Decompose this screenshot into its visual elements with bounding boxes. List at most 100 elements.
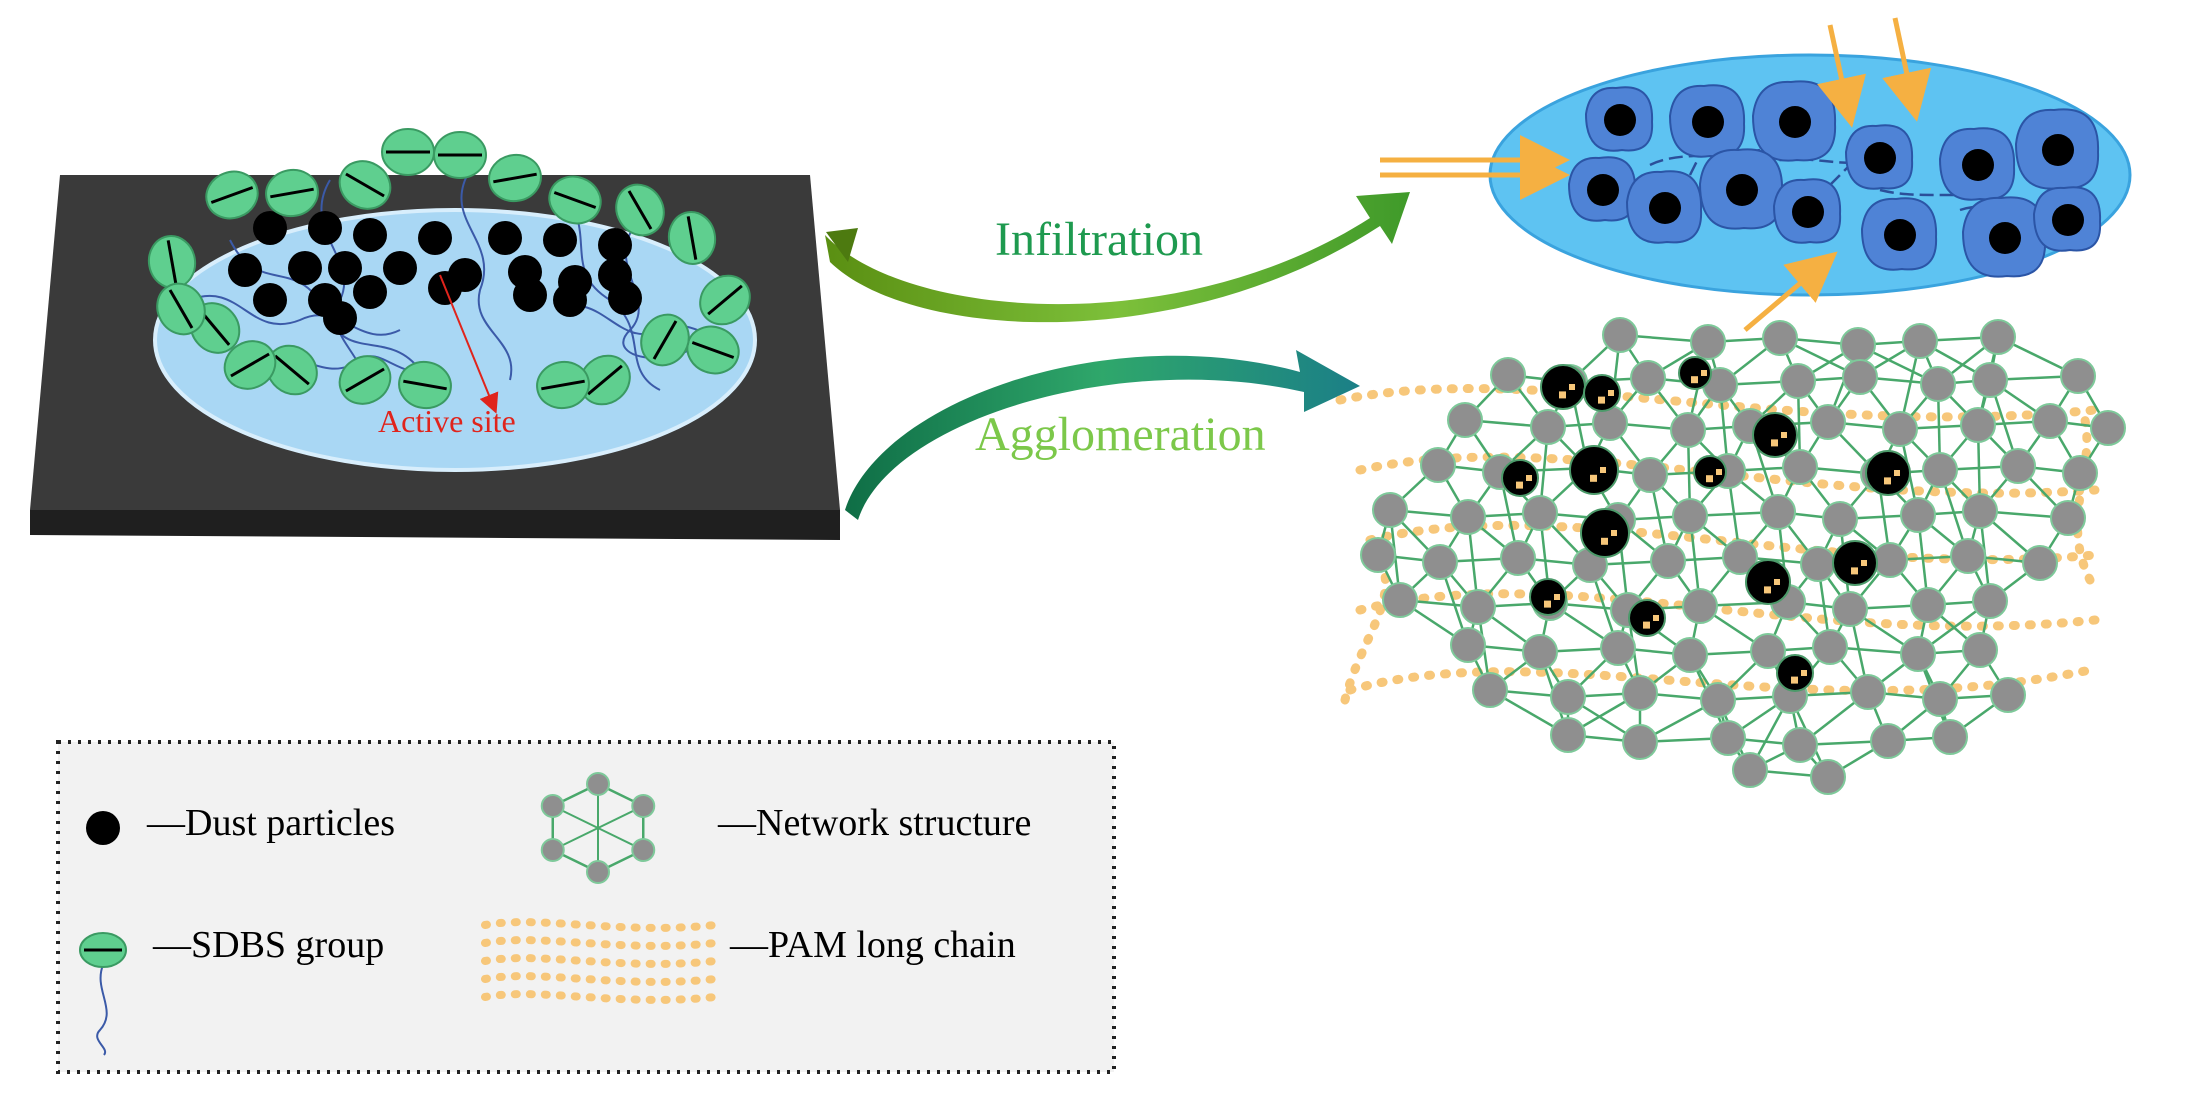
network-node [1450,499,1486,535]
dust-particle [228,253,262,287]
network-node [1782,727,1818,763]
dust-core [1604,104,1636,136]
legend-dust-icon [86,811,120,845]
network-node [1522,634,1558,670]
sdbs-group [548,175,602,225]
dust-particle [513,278,547,312]
sdbs-group [536,360,590,410]
legend: —Dust particles —Network structure —SDBS… [56,740,1116,1074]
dust-particle [418,221,452,255]
network-node [1700,682,1736,718]
network-node [1882,411,1918,447]
network-node [1980,319,2016,355]
sdbs-group [667,211,717,265]
dust-surface-illustration: Active site [30,128,840,540]
network-node [1810,759,1846,795]
dust-particle [383,251,417,285]
incoming-arrows [1380,17,1932,332]
network-node [1632,457,1668,493]
network-node [1780,363,1816,399]
coated-particles [1567,80,2102,278]
network-node [1460,589,1496,625]
pam-chain [1340,555,1390,705]
dust-core [1864,142,1896,174]
dust-particle [328,251,362,285]
network-node [1842,359,1878,395]
network-node [1750,633,1786,669]
legend-net-node [586,772,610,796]
network-node [1672,637,1708,673]
network-node [1500,540,1536,576]
trapped-dust [1752,412,1798,458]
legend-pam-icon [481,918,719,1004]
network-node [1782,449,1818,485]
network-node [1622,724,1658,760]
trapped-dust [1628,599,1666,637]
network-node [2050,500,2086,536]
network-node [2062,455,2098,491]
network-node [1690,324,1726,360]
network-node [1650,543,1686,579]
dust-core [2042,134,2074,166]
network-node [1622,675,1658,711]
dark-slab-edge [30,510,840,540]
network-node [2060,358,2096,394]
network-node [1732,752,1768,788]
agglomeration-label: Agglomeration [975,408,1266,461]
legend-network-icon [540,772,656,884]
dust-particle [323,301,357,335]
dust-particle [543,223,577,257]
dust-particle [353,275,387,309]
trapped-dust [1583,374,1621,412]
network-node [1450,627,1486,663]
dust-particle [308,211,342,245]
trapped-dust [1540,364,1586,410]
network-node [2032,403,2068,439]
network-node [1950,538,1986,574]
network-node [1760,494,1796,530]
network-node [1910,587,1946,623]
dust-core [1962,149,1994,181]
sdbs-group [488,153,542,203]
sdbs-group [205,170,259,220]
network-node [1850,674,1886,710]
legend-dust-label: —Dust particles [146,802,395,844]
trapped-dust [1776,654,1814,692]
network-node [1922,681,1958,717]
network-node [1550,679,1586,715]
dust-core [1884,219,1916,251]
trapped-dust [1529,578,1567,616]
legend-pam-chain [481,936,719,950]
network-node [1722,539,1758,575]
dust-particle [488,221,522,255]
legend-box [56,740,1116,1074]
sdbs-group [156,282,206,336]
sdbs-groups-ring [147,128,751,410]
network-node [1932,719,1968,755]
network-node [1870,723,1906,759]
legend-net-node [586,860,610,884]
network-node [1900,497,1936,533]
network-node [2090,410,2126,446]
sdbs-group [265,168,319,218]
network-node [1810,404,1846,440]
network-node [2000,448,2036,484]
cell-link [1688,154,1702,176]
network-node [1800,546,1836,582]
network-node [1902,323,1938,359]
network-node [1812,629,1848,665]
dust-core [1587,174,1619,206]
sdbs-group [266,344,318,396]
sdbs-group [433,131,487,179]
network-node [1762,320,1798,356]
sdbs-group [615,183,665,237]
legend-net-node [631,838,656,862]
sdbs-group [338,355,392,405]
network-node [1832,591,1868,627]
legend-pam-chain [481,954,719,968]
network-node [1972,583,2008,619]
infiltrated-droplet [1380,17,2132,332]
network-node [1840,327,1876,363]
dust-particle [253,211,287,245]
network-node [1682,588,1718,624]
